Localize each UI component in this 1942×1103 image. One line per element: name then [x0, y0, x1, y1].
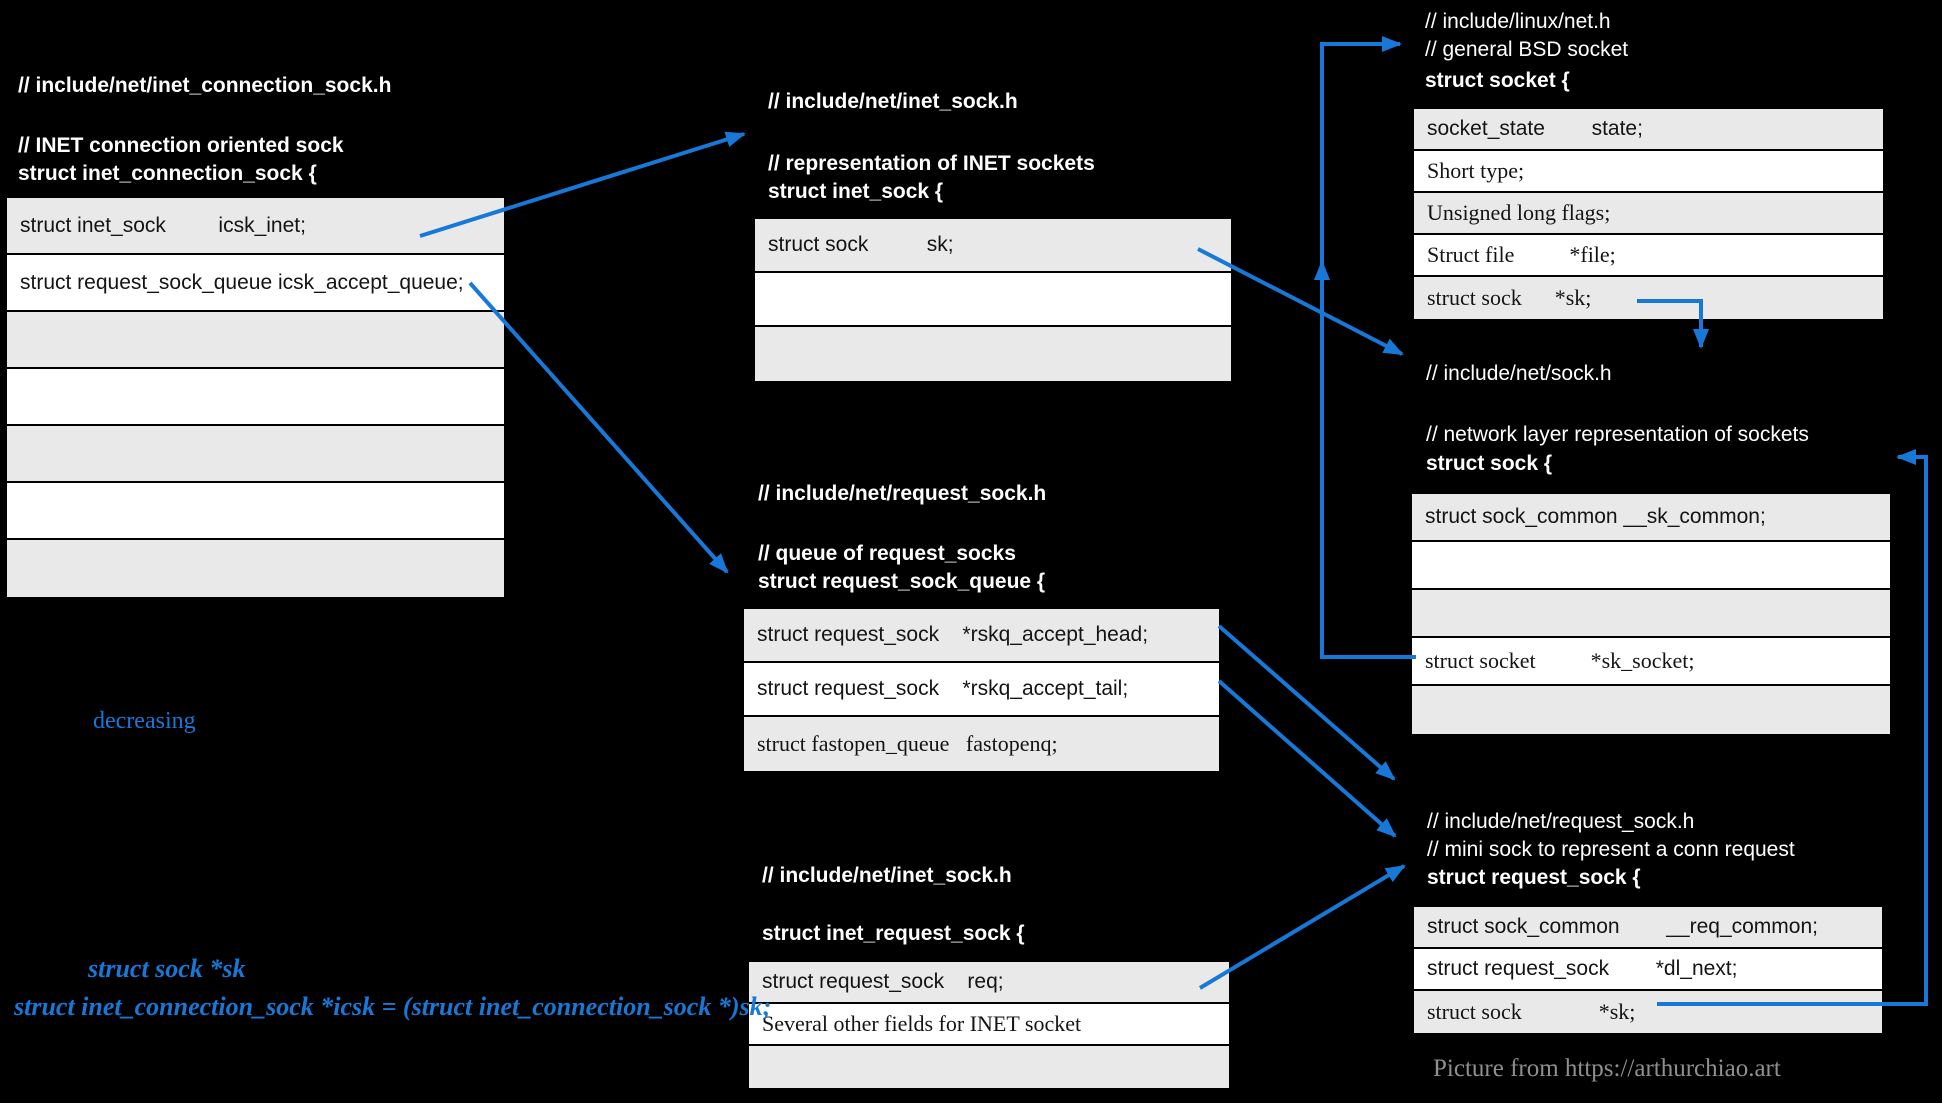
picture-credit: Picture from https://arthurchiao.art	[1433, 1055, 1781, 1082]
field-row	[755, 327, 1231, 381]
field-row	[1412, 542, 1890, 590]
header-inet-request-sock-file: // include/net/inet_sock.h	[762, 864, 1012, 887]
field-row: socket_state state;	[1414, 109, 1883, 151]
field-row	[755, 273, 1231, 327]
struct-request-sock-box: struct sock_common __req_common; struct …	[1412, 905, 1884, 1035]
decreasing-label: decreasing	[93, 708, 196, 734]
field-row	[7, 426, 504, 483]
header-inet-request-sock-struct: struct inet_request_sock {	[762, 922, 1025, 945]
header-inet-connection-sock-comment: // INET connection oriented sock	[18, 134, 344, 157]
field-row: struct inet_sock icsk_inet;	[7, 198, 504, 255]
header-request-sock-queue-file: // include/net/request_sock.h	[758, 482, 1047, 505]
field-row	[7, 540, 504, 597]
field-row: struct sock *sk;	[1414, 991, 1882, 1033]
header-request-sock-struct: struct request_sock {	[1427, 866, 1641, 889]
header-inet-sock-struct: struct inet_sock {	[768, 180, 944, 203]
arrow-rskq-accept-head-to-request-sock	[1217, 624, 1396, 781]
field-row: struct sock sk;	[755, 219, 1231, 273]
header-request-sock-file: // include/net/request_sock.h	[1427, 810, 1695, 833]
field-row: Struct file *file;	[1414, 235, 1883, 277]
field-row: struct request_sock_queue icsk_accept_qu…	[7, 255, 504, 312]
cast-code-line2: struct inet_connection_sock *icsk = (str…	[14, 992, 772, 1021]
header-sock-file: // include/net/sock.h	[1426, 362, 1612, 385]
field-row: struct request_sock *dl_next;	[1414, 949, 1882, 991]
header-request-sock-queue-struct: struct request_sock_queue {	[758, 570, 1046, 593]
field-row: Several other fields for INET socket	[749, 1004, 1229, 1046]
struct-inet-sock-box: struct sock sk;	[753, 217, 1233, 383]
cast-code-line1: struct sock *sk	[88, 954, 246, 983]
field-row	[749, 1046, 1229, 1088]
field-row: struct sock *sk;	[1414, 277, 1883, 319]
struct-socket-box: socket_state state; Short type; Unsigned…	[1412, 107, 1885, 321]
struct-request-sock-queue-box: struct request_sock *rskq_accept_head; s…	[742, 607, 1221, 773]
header-request-sock-comment: // mini sock to represent a conn request	[1427, 838, 1795, 861]
header-socket-struct: struct socket {	[1425, 69, 1570, 92]
arrow-sk-socket-to-net-h	[1320, 36, 1416, 659]
field-row: struct sock_common __sk_common;	[1412, 494, 1890, 542]
header-request-sock-queue-comment: // queue of request_socks	[758, 542, 1016, 565]
header-inet-sock-file: // include/net/inet_sock.h	[768, 90, 1018, 113]
field-row: struct sock_common __req_common;	[1414, 907, 1882, 949]
struct-inet-connection-sock-box: struct inet_sock icsk_inet; struct reque…	[5, 196, 506, 599]
field-row: Unsigned long flags;	[1414, 193, 1883, 235]
header-inet-connection-sock-struct: struct inet_connection_sock {	[18, 162, 317, 185]
field-row	[7, 369, 504, 426]
field-row: Short type;	[1414, 151, 1883, 193]
header-sock-struct: struct sock {	[1426, 452, 1553, 475]
header-inet-sock-comment: // representation of INET sockets	[768, 152, 1095, 175]
header-socket-file: // include/linux/net.h	[1425, 10, 1611, 33]
header-sock-comment: // network layer representation of socke…	[1426, 423, 1809, 446]
field-row	[1412, 686, 1890, 734]
struct-sock-box: struct sock_common __sk_common; struct s…	[1410, 492, 1892, 736]
field-row: struct request_sock *rskq_accept_head;	[744, 609, 1219, 663]
header-socket-comment: // general BSD socket	[1425, 38, 1629, 61]
header-inet-connection-sock-file: // include/net/inet_connection_sock.h	[18, 74, 392, 97]
arrow-accept-queue-to-request-sock-queue	[468, 281, 729, 574]
field-row	[7, 312, 504, 369]
field-row: struct socket *sk_socket;	[1412, 638, 1890, 686]
field-row: struct fastopen_queue fastopenq;	[744, 717, 1219, 771]
field-row: struct request_sock *rskq_accept_tail;	[744, 663, 1219, 717]
field-row	[7, 483, 504, 540]
arrow-rskq-accept-tail-to-request-sock	[1217, 679, 1397, 838]
field-row	[1412, 590, 1890, 638]
field-row: struct request_sock req;	[749, 962, 1229, 1004]
struct-inet-request-sock-box: struct request_sock req; Several other f…	[747, 960, 1231, 1090]
